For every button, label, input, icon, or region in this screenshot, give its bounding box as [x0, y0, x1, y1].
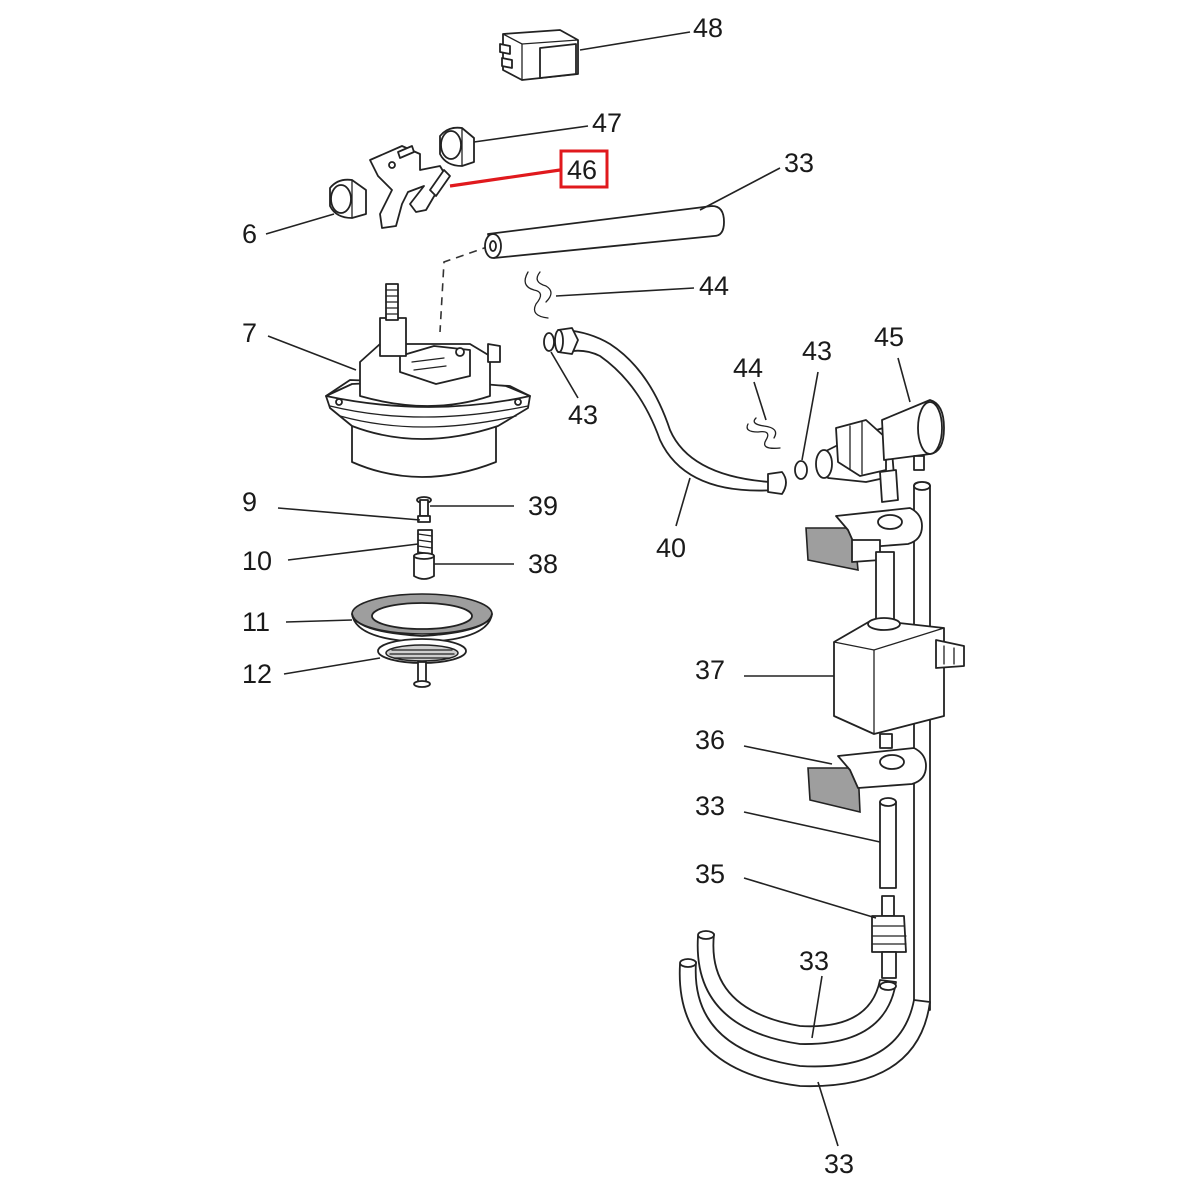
label-39: 39	[528, 491, 558, 521]
part-40-hose[interactable]	[554, 327, 787, 495]
part-43-oring-left[interactable]	[543, 332, 555, 352]
label-12: 12	[242, 659, 272, 689]
label-33-mid: 33	[695, 791, 725, 821]
part-12-shower-screen[interactable]	[377, 638, 467, 688]
leader-10	[287, 543, 419, 561]
highlight-box-46	[559, 149, 609, 189]
leader-12	[283, 657, 381, 675]
label-37: 37	[695, 655, 725, 685]
part-37-pump[interactable]	[833, 551, 965, 749]
label-33-top: 33	[784, 148, 814, 178]
part-11-gasket[interactable]	[351, 593, 493, 643]
part-35-connector[interactable]	[871, 895, 907, 979]
label-10: 10	[242, 546, 272, 576]
assembly-dash-line	[439, 245, 491, 333]
part-33-u-hose-inner[interactable]	[696, 930, 897, 1045]
leader-47	[473, 125, 589, 143]
part-48-switch[interactable]	[499, 29, 579, 81]
leader-43-left	[550, 351, 579, 399]
part-10-spring[interactable]	[417, 529, 433, 555]
part-38-valve[interactable]	[413, 552, 435, 580]
leader-35	[743, 877, 877, 919]
part-36-bracket-upper[interactable]	[805, 507, 923, 571]
label-45: 45	[874, 322, 904, 352]
part-45-valve[interactable]	[815, 399, 945, 503]
part-44-wire-top[interactable]	[524, 271, 552, 319]
part-6-clip[interactable]	[329, 178, 367, 219]
part-43-oring-right[interactable]	[794, 460, 808, 480]
part-36-bracket-lower[interactable]	[807, 747, 927, 814]
label-11: 11	[242, 607, 270, 637]
label-48: 48	[693, 13, 723, 43]
part-7-boiler[interactable]	[325, 283, 531, 478]
label-33-bottom: 33	[824, 1149, 854, 1179]
label-38: 38	[528, 549, 558, 579]
leader-40	[675, 477, 691, 527]
leader-9	[277, 507, 421, 521]
label-44-mid: 44	[733, 353, 763, 383]
leader-11	[285, 619, 353, 623]
part-33-tube-short[interactable]	[879, 797, 897, 889]
label-6: 6	[242, 219, 257, 249]
part-47-clip[interactable]	[439, 126, 475, 167]
label-40: 40	[656, 533, 686, 563]
leader-33-low	[811, 975, 823, 1039]
label-47: 47	[592, 108, 622, 138]
leader-33-bottom	[817, 1081, 839, 1147]
label-43-left: 43	[568, 400, 598, 430]
leader-44-top	[555, 287, 695, 297]
label-35: 35	[695, 859, 725, 889]
leader-48	[579, 31, 691, 51]
label-44-top: 44	[699, 271, 729, 301]
leader-43-right	[801, 371, 819, 461]
label-7: 7	[242, 318, 257, 348]
label-43-right: 43	[802, 336, 832, 366]
leader-36	[743, 745, 833, 765]
leader-44-mid	[753, 381, 767, 421]
leader-6	[265, 213, 335, 235]
leader-46	[449, 168, 561, 188]
label-33-low: 33	[799, 946, 829, 976]
leader-7	[267, 335, 357, 371]
part-46-bracket[interactable]	[369, 145, 451, 229]
part-33-u-hose-outer[interactable]	[678, 958, 931, 1088]
part-9-39-screw[interactable]	[416, 496, 432, 523]
part-44-wire-mid[interactable]	[746, 417, 781, 449]
label-9: 9	[242, 487, 257, 517]
leader-33-mid	[743, 811, 881, 843]
part-33-hose-vertical[interactable]	[913, 481, 931, 1011]
label-36: 36	[695, 725, 725, 755]
leader-45	[897, 357, 911, 403]
label-46: 46	[567, 155, 597, 185]
part-33-hose-top[interactable]	[484, 205, 725, 259]
leader-33-top	[699, 167, 781, 211]
